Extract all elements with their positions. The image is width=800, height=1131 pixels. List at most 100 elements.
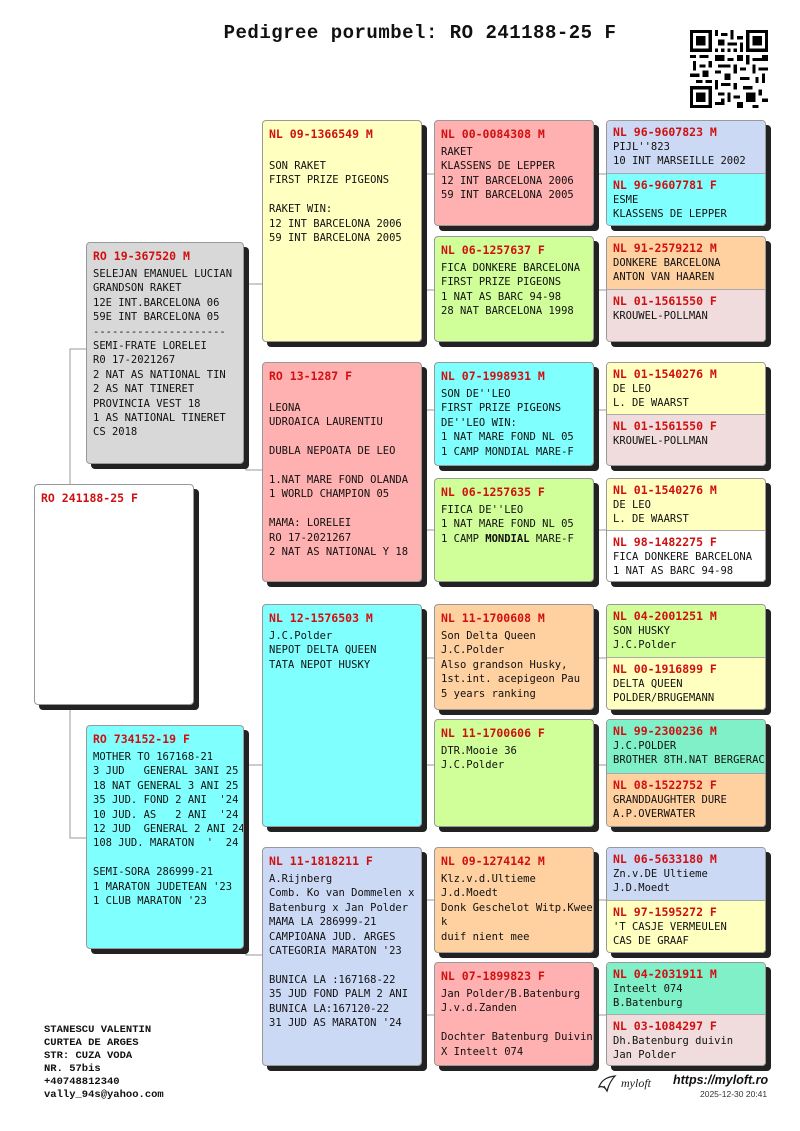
gen3-text: Son Delta Queen J.C.Polder Also grandson…	[441, 630, 581, 700]
gen3-text: Klz.v.d.Ultieme J.d.Moedt Donk Geschelot…	[441, 873, 593, 943]
gen4-card-16[interactable]: NL 03-1084297 F Dh.Batenburg duivin Jan …	[607, 1015, 765, 1065]
gen3-card-2[interactable]: NL 06-1257637 F FICA DONKERE BARCELONA F…	[434, 236, 594, 342]
gen4-card-13[interactable]: NL 06-5633180 M Zn.v.DE Ultieme J.D.Moed…	[607, 848, 765, 901]
gen4-text: PIJL''823 10 INT MARSEILLE 2002	[613, 141, 746, 168]
gen3-card-4[interactable]: NL 06-1257635 F FIICA DE''LEO 1 NAT MARE…	[434, 478, 594, 582]
gen4-text: GRANDDAUGHTER DURE A.P.OVERWATER	[613, 794, 727, 821]
gen3-id: NL 06-1257635 F	[441, 485, 545, 499]
gen4-card-3[interactable]: NL 91-2579212 M DONKERE BARCELONA ANTON …	[607, 237, 765, 290]
owner-name: STANESCU VALENTIN	[44, 1024, 152, 1036]
gen3-id: NL 06-1257637 F	[441, 243, 545, 257]
subject-card[interactable]: RO 241188-25 F	[34, 484, 194, 705]
myloft-logo: myloft	[596, 1073, 651, 1095]
gen2-text: SON RAKET FIRST PRIZE PIGEONS RAKET WIN:…	[269, 160, 402, 245]
gen3-text: DTR.Mooie 36 J.C.Polder	[441, 745, 517, 772]
gen4-id: NL 97-1595272 F	[613, 905, 717, 919]
gen3-card-3[interactable]: NL 07-1998931 M SON DE''LEO FIRST PRIZE …	[434, 362, 594, 466]
gen3-text: FICA DONKERE BARCELONA FIRST PRIZE PIGEO…	[441, 262, 581, 318]
footer-url[interactable]: https://myloft.ro	[673, 1073, 769, 1087]
gen4-card-15[interactable]: NL 04-2031911 M Inteelt 074 B.Batenburg	[607, 963, 765, 1015]
gen4-card-4[interactable]: NL 01-1561550 F KROUWEL-POLLMAN	[607, 290, 765, 341]
gen4-card-2[interactable]: NL 96-9607781 F ESME KLASSENS DE LEPPER	[607, 174, 765, 225]
gen4-group-4: NL 01-1540276 M DE LEO L. DE WAARST NL 9…	[606, 478, 766, 582]
gen2-card-2[interactable]: RO 13-1287 F LEONA UDROAICA LAURENTIU DU…	[262, 362, 422, 582]
gen4-id: NL 96-9607781 F	[613, 178, 717, 192]
gen4-group-3: NL 01-1540276 M DE LEO L. DE WAARST NL 0…	[606, 362, 766, 466]
owner-info: STANESCU VALENTIN CURTEA DE ARGES STR: C…	[44, 1024, 164, 1102]
gen3-card-8[interactable]: NL 07-1899823 F Jan Polder/B.Batenburg J…	[434, 962, 594, 1066]
gen4-id: NL 01-1561550 F	[613, 294, 717, 308]
dam-card[interactable]: RO 734152-19 F MOTHER TO 167168-21 3 JUD…	[86, 725, 244, 949]
gen2-card-1[interactable]: NL 09-1366549 M SON RAKET FIRST PRIZE PI…	[262, 120, 422, 342]
gen2-text: A.Rijnberg Comb. Ko van Dommelen x Baten…	[269, 873, 415, 1030]
gen4-id: NL 08-1522752 F	[613, 778, 717, 792]
gen2-text: LEONA UDROAICA LAURENTIU DUBLA NEPOATA D…	[269, 402, 409, 559]
gen3-id: NL 11-1700606 F	[441, 726, 545, 740]
gen3-id: NL 09-1274142 M	[441, 854, 545, 868]
gen4-card-1[interactable]: NL 96-9607823 M PIJL''823 10 INT MARSEIL…	[607, 121, 765, 174]
gen4-card-7[interactable]: NL 01-1540276 M DE LEO L. DE WAARST	[607, 479, 765, 531]
gen2-id: NL 12-1576503 M	[269, 611, 373, 625]
gen3-card-6[interactable]: NL 11-1700606 F DTR.Mooie 36 J.C.Polder	[434, 719, 594, 827]
gen4-id: NL 06-5633180 M	[613, 852, 717, 866]
gen4-card-14[interactable]: NL 97-1595272 F 'T CASJE VERMEULEN CAS D…	[607, 901, 765, 952]
gen2-id: NL 09-1366549 M	[269, 127, 373, 141]
gen4-id: NL 03-1084297 F	[613, 1019, 717, 1033]
gen3-text: SON DE''LEO FIRST PRIZE PIGEONS DE''LEO …	[441, 388, 574, 458]
gen3-text: RAKET KLASSENS DE LEPPER 12 INT BARCELON…	[441, 146, 574, 202]
gen4-group-5: NL 04-2001251 M SON HUSKY J.C.Polder NL …	[606, 604, 766, 710]
gen4-text: J.C.POLDER BROTHER 8TH.NAT BERGERAC	[613, 740, 765, 767]
gen4-text: KROUWEL-POLLMAN	[613, 435, 708, 447]
owner-number: NR. 57bis	[44, 1063, 101, 1075]
logo-text: myloft	[621, 1075, 651, 1090]
gen2-id: NL 11-1818211 F	[269, 854, 373, 868]
gen4-text: DE LEO L. DE WAARST	[613, 383, 689, 410]
gen3-id: NL 00-0084308 M	[441, 127, 545, 141]
gen4-card-6[interactable]: NL 01-1561550 F KROUWEL-POLLMAN	[607, 415, 765, 465]
gen4-text: 'T CASJE VERMEULEN CAS DE GRAAF	[613, 921, 727, 948]
gen4-id: NL 91-2579212 M	[613, 241, 717, 255]
gen3-id: NL 11-1700608 M	[441, 611, 545, 625]
gen3-card-1[interactable]: NL 00-0084308 M RAKET KLASSENS DE LEPPER…	[434, 120, 594, 226]
owner-street: STR: CUZA VODA	[44, 1050, 133, 1062]
owner-city: CURTEA DE ARGES	[44, 1037, 139, 1049]
gen4-text: Inteelt 074 B.Batenburg	[613, 983, 683, 1010]
gen4-id: NL 98-1482275 F	[613, 535, 717, 549]
gen3-id: NL 07-1899823 F	[441, 969, 545, 983]
gen4-group-8: NL 04-2031911 M Inteelt 074 B.Batenburg …	[606, 962, 766, 1066]
gen4-card-9[interactable]: NL 04-2001251 M SON HUSKY J.C.Polder	[607, 605, 765, 658]
gen3-card-5[interactable]: NL 11-1700608 M Son Delta Queen J.C.Pold…	[434, 604, 594, 710]
gen2-id: RO 13-1287 F	[269, 369, 353, 383]
gen4-id: NL 96-9607823 M	[613, 125, 717, 139]
gen4-text: FICA DONKERE BARCELONA 1 NAT AS BARC 94-…	[613, 551, 753, 578]
dam-id: RO 734152-19 F	[93, 732, 190, 746]
owner-email[interactable]: vally_94s@yahoo.com	[44, 1089, 164, 1101]
gen4-card-11[interactable]: NL 99-2300236 M J.C.POLDER BROTHER 8TH.N…	[607, 720, 765, 774]
gen2-text: J.C.Polder NEPOT DELTA QUEEN TATA NEPOT …	[269, 630, 377, 671]
gen3-card-7[interactable]: NL 09-1274142 M Klz.v.d.Ultieme J.d.Moed…	[434, 847, 594, 953]
gen2-card-4[interactable]: NL 11-1818211 F A.Rijnberg Comb. Ko van …	[262, 847, 422, 1066]
gen4-text: KROUWEL-POLLMAN	[613, 310, 708, 322]
gen4-id: NL 99-2300236 M	[613, 724, 717, 738]
gen4-id: NL 01-1561550 F	[613, 419, 717, 433]
gen4-text: ESME KLASSENS DE LEPPER	[613, 194, 727, 221]
page-title: Pedigree porumbel: RO 241188-25 F	[223, 22, 617, 44]
gen4-card-12[interactable]: NL 08-1522752 F GRANDDAUGHTER DURE A.P.O…	[607, 774, 765, 826]
gen4-group-1: NL 96-9607823 M PIJL''823 10 INT MARSEIL…	[606, 120, 766, 226]
gen4-card-8[interactable]: NL 98-1482275 F FICA DONKERE BARCELONA 1…	[607, 531, 765, 581]
dam-text: MOTHER TO 167168-21 3 JUD GENERAL 3ANI 2…	[93, 751, 244, 908]
gen4-id: NL 01-1540276 M	[613, 367, 717, 381]
gen4-card-5[interactable]: NL 01-1540276 M DE LEO L. DE WAARST	[607, 363, 765, 415]
gen4-id: NL 00-1916899 F	[613, 662, 717, 676]
gen4-card-10[interactable]: NL 00-1916899 F DELTA QUEEN POLDER/BRUGE…	[607, 658, 765, 709]
gen3-text-bold: MONDIAL	[485, 532, 530, 545]
footer-date: 2025-12-30 20:41	[700, 1089, 768, 1099]
gen4-text: Zn.v.DE Ultieme J.D.Moedt	[613, 868, 708, 895]
gen4-text: DELTA QUEEN POLDER/BRUGEMANN	[613, 678, 715, 705]
gen4-text: Dh.Batenburg duivin Jan Polder	[613, 1035, 734, 1062]
gen3-text-part: FIICA DE''LEO 1 NAT MARE FOND NL 05 1 CA…	[441, 504, 574, 545]
gen2-card-3[interactable]: NL 12-1576503 M J.C.Polder NEPOT DELTA Q…	[262, 604, 422, 827]
gen4-group-2: NL 91-2579212 M DONKERE BARCELONA ANTON …	[606, 236, 766, 342]
gen3-text: FIICA DE''LEO 1 NAT MARE FOND NL 05 1 CA…	[441, 503, 587, 546]
sire-card[interactable]: RO 19-367520 M SELEJAN EMANUEL LUCIAN GR…	[86, 242, 244, 464]
